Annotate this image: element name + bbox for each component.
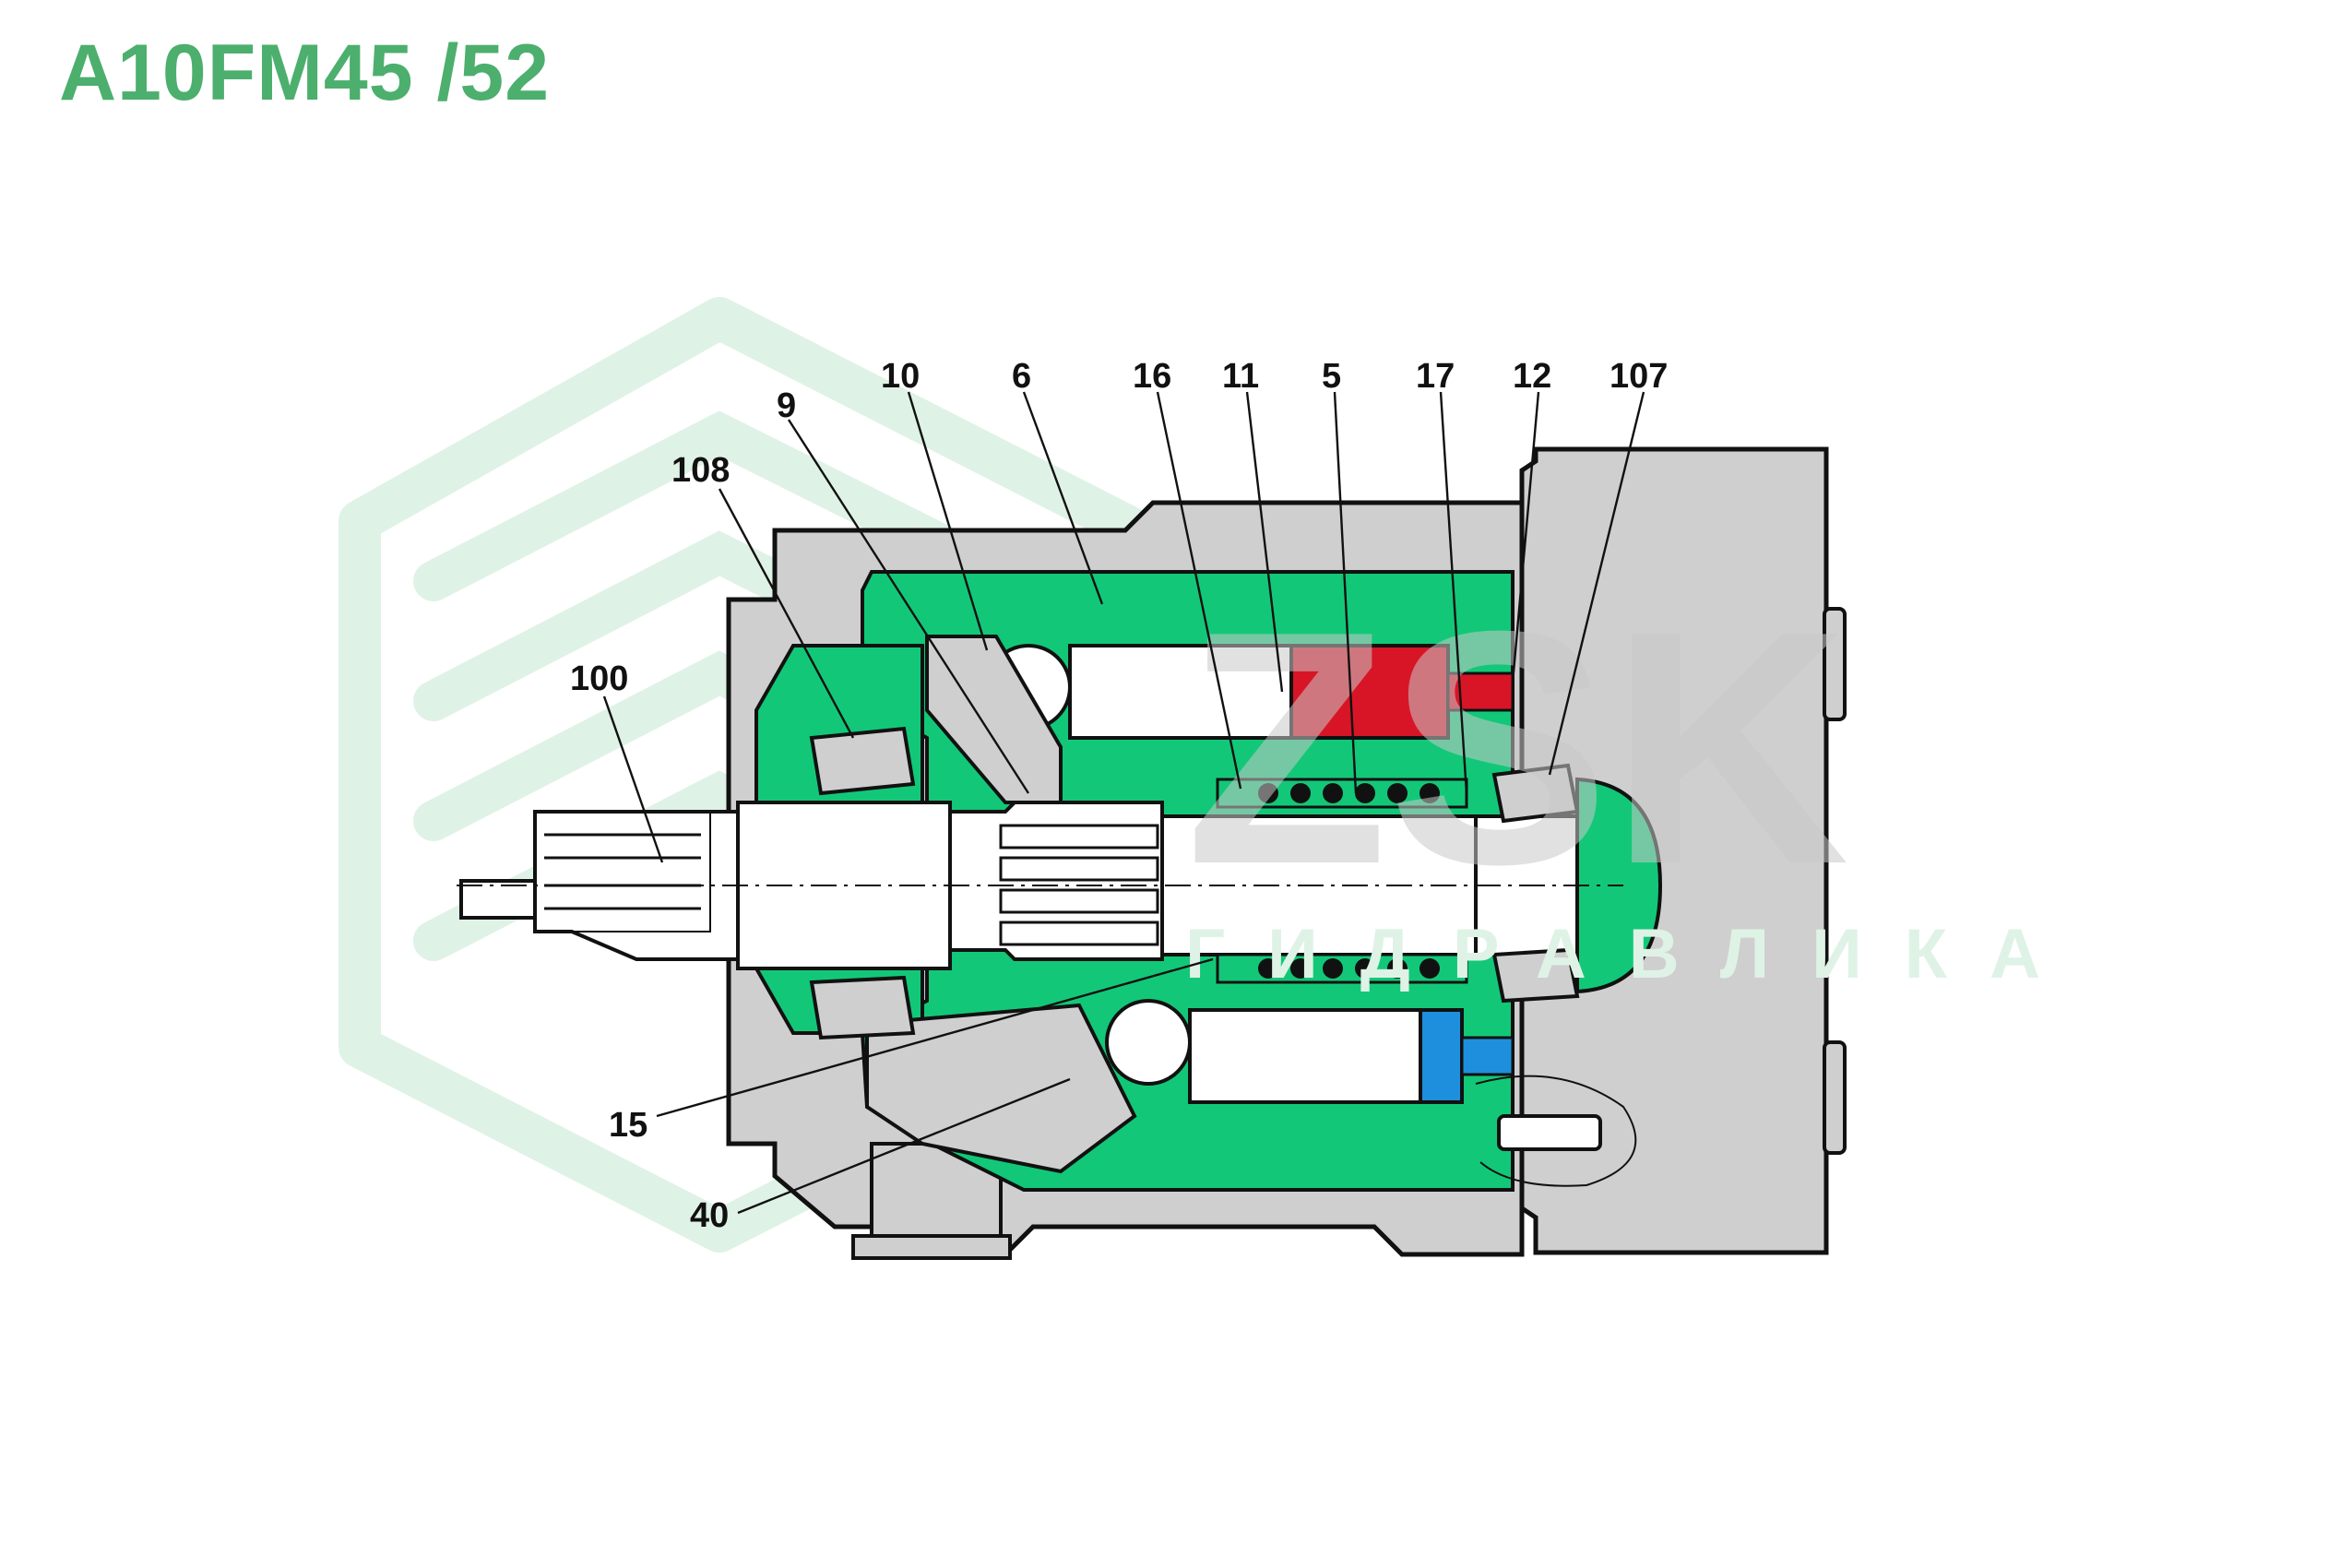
callout-107: 107 <box>1610 357 1668 396</box>
locating-pin <box>1475 1075 1637 1187</box>
callout-17: 17 <box>1416 357 1455 396</box>
watermark-subtitle-text: ГИДРАВЛИКА <box>1185 915 2083 993</box>
callout-labels: 100 108 9 10 6 16 11 5 17 12 107 15 40 <box>570 357 1668 1235</box>
callout-40: 40 <box>690 1196 729 1235</box>
callout-9: 9 <box>777 386 796 425</box>
callout-5: 5 <box>1322 357 1341 396</box>
lower-piston <box>1105 999 1515 1104</box>
callout-12: 12 <box>1513 357 1551 396</box>
leader-lines <box>602 391 1645 1215</box>
callout-15: 15 <box>609 1106 647 1145</box>
callout-108: 108 <box>671 451 730 490</box>
watermark-brand: ZSK ГИДРАВЛИКА <box>1185 563 2083 993</box>
page-title: A10FM45 /52 <box>59 29 551 117</box>
spring-coils <box>1216 778 1468 984</box>
callout-11: 11 <box>1222 357 1259 396</box>
swash-plate <box>865 635 1137 1174</box>
callout-10: 10 <box>881 357 920 396</box>
tapered-roller-bearings <box>809 726 1580 1040</box>
callout-6: 6 <box>1012 357 1031 396</box>
drive-shaft <box>457 777 1663 994</box>
callout-100: 100 <box>570 659 628 698</box>
callout-16: 16 <box>1133 357 1171 396</box>
